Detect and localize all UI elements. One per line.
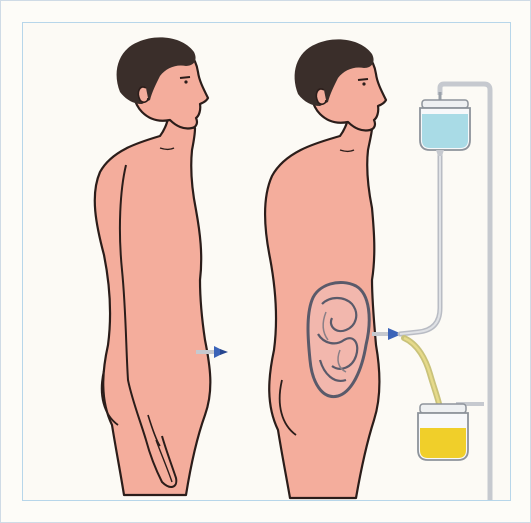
fresh-dialysate-bag-icon [420, 92, 470, 156]
inflow-tube [400, 152, 440, 334]
patient-standing-with-catheter [95, 37, 228, 495]
drainage-bag-icon [418, 404, 468, 460]
outflow-tube [404, 338, 440, 408]
left-body [95, 110, 211, 495]
patient-during-dialysis-exchange [265, 39, 402, 498]
